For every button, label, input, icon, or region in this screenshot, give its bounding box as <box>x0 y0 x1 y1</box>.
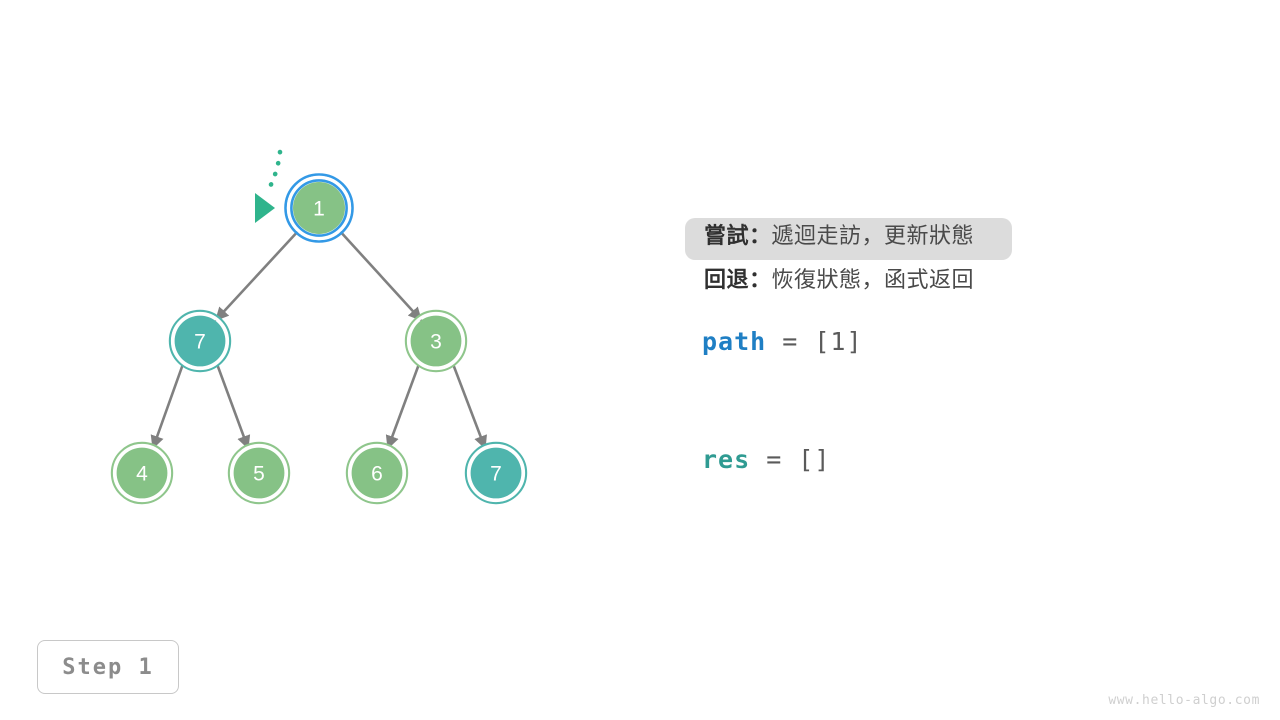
tree-node-label: 6 <box>371 463 383 486</box>
node-ring-gap <box>170 311 230 371</box>
edge-1-to-7l <box>215 228 301 321</box>
node-outer-ring <box>227 441 291 505</box>
node-inner-ring <box>290 179 348 237</box>
edge-7l-to-5 <box>215 363 251 450</box>
path-variable-name: path <box>702 327 767 356</box>
node-highlight-gap <box>286 175 352 241</box>
try-phase-text: 嘗試：遞迴走訪，更新狀態 <box>685 218 974 250</box>
explanation-panel: 嘗試：遞迴走訪，更新狀態 回退：恢復狀態，函式返回 path = [1] res… <box>685 212 1205 474</box>
node-outer-ring <box>404 309 468 373</box>
tree-node-label: 4 <box>136 463 148 486</box>
site-watermark: www.hello-algo.com <box>1108 693 1260 708</box>
res-variable-row: res = [] <box>702 445 830 474</box>
node-fill <box>116 447 168 499</box>
node-fill <box>351 447 403 499</box>
backtrack-phase-text: 回退：恢復狀態，函式返回 <box>685 262 974 294</box>
node-fill <box>293 182 345 234</box>
node-fill <box>174 315 226 367</box>
try-phase-highlight <box>685 218 1012 260</box>
backtrack-phase-row: 回退：恢復狀態，函式返回 <box>685 256 1205 300</box>
node-outer-ring <box>110 441 174 505</box>
tree-node-3[interactable]: 3 <box>404 309 468 373</box>
try-phase-label: 嘗試： <box>704 223 772 248</box>
tree-node-label: 1 <box>313 198 325 221</box>
tree-node-label: 7 <box>490 463 502 486</box>
backtrack-phase-label: 回退： <box>704 267 772 292</box>
node-ring-gap <box>466 443 526 503</box>
path-variable-row: path = [1] <box>702 327 863 356</box>
backtrack-phase-body: 恢復狀態，函式返回 <box>771 267 975 292</box>
edge-3-to-7r <box>451 363 487 450</box>
recursion-entry-pointer <box>255 149 283 223</box>
res-variable-value: = [] <box>750 445 831 474</box>
node-ring-gap <box>347 443 407 503</box>
edge-7l-to-4 <box>150 363 185 450</box>
node-outer-ring <box>464 441 528 505</box>
try-phase-body: 遞迴走訪，更新狀態 <box>771 223 975 248</box>
tree-node-7-left[interactable]: 7 <box>168 309 232 373</box>
node-outer-ring <box>168 309 232 373</box>
tree-node-6[interactable]: 6 <box>345 441 409 505</box>
node-ring-gap <box>112 443 172 503</box>
tree-node-7-right[interactable]: 7 <box>464 441 528 505</box>
node-fill <box>470 447 522 499</box>
node-highlight-ring <box>284 173 354 243</box>
res-variable-name: res <box>702 445 751 474</box>
try-phase-row: 嘗試：遞迴走訪，更新狀態 <box>685 212 1205 260</box>
pointer-arrowhead-icon <box>255 193 275 223</box>
tree-node-label: 5 <box>253 463 265 486</box>
tree-node-label: 7 <box>194 331 206 354</box>
step-badge: Step 1 <box>37 640 179 694</box>
path-variable-value: = [1] <box>766 327 863 356</box>
tree-node-label: 3 <box>430 331 442 354</box>
pointer-dotted-curve <box>263 149 283 197</box>
tree-edges <box>150 228 487 450</box>
tree-node-4[interactable]: 4 <box>110 441 174 505</box>
node-outer-ring <box>345 441 409 505</box>
edge-1-to-3 <box>337 228 422 321</box>
node-ring-gap <box>229 443 289 503</box>
tree-node-1[interactable]: 1 <box>284 173 354 243</box>
node-fill <box>410 315 462 367</box>
tree-node-5[interactable]: 5 <box>227 441 291 505</box>
node-fill <box>233 447 285 499</box>
tree-nodes: 1 7 3 4 5 <box>110 173 528 505</box>
edge-3-to-6 <box>385 363 421 450</box>
node-ring-gap <box>406 311 466 371</box>
